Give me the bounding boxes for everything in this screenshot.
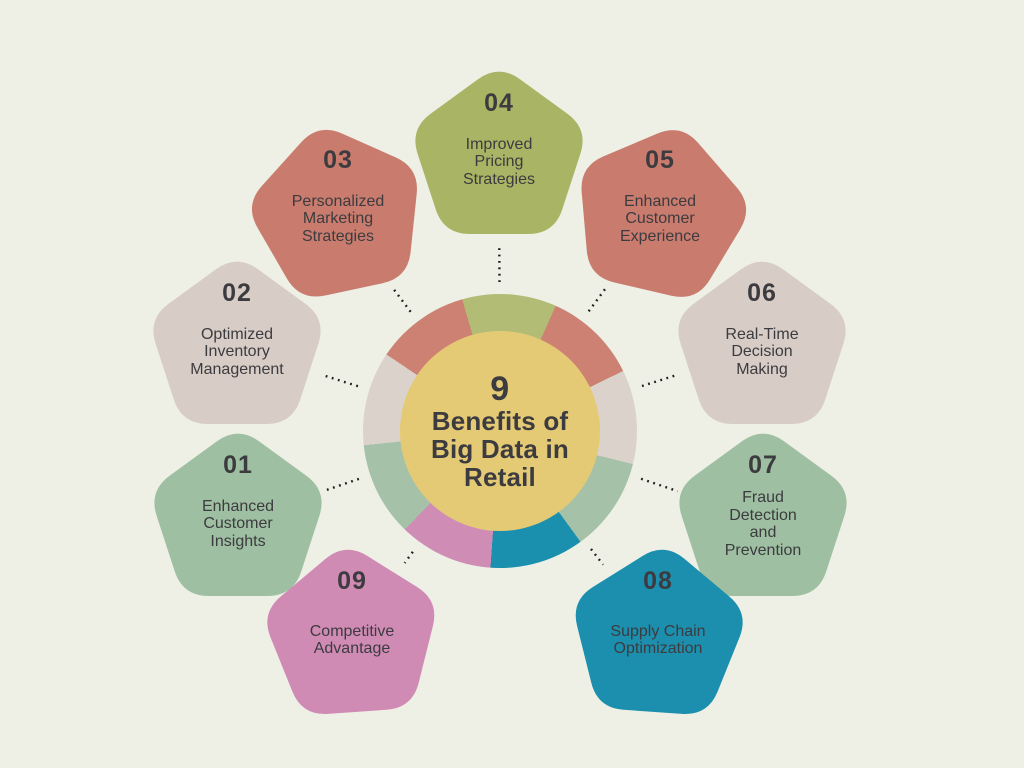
connector-line-03 [391, 286, 412, 313]
connector-line-01 [322, 477, 360, 493]
pentagon-shape-05 [581, 130, 747, 297]
center-number: 9 [490, 370, 510, 408]
center-circle: 9 Benefits of Big Data in Retail [400, 331, 600, 531]
center-title-line: Retail [463, 462, 536, 492]
center-title: Benefits of Big Data in Retail [431, 407, 569, 491]
pentagon-shape-01 [154, 433, 322, 596]
center-title-line: Big Data in [431, 434, 569, 464]
pentagon-shape-08 [575, 549, 743, 715]
connector-line-08 [590, 548, 605, 566]
pentagon-shape-07 [679, 433, 847, 596]
pentagon-shape-06 [678, 261, 846, 424]
connector-line-05 [587, 286, 608, 313]
connector-line-09 [403, 551, 414, 564]
connector-line-06 [641, 374, 677, 388]
pentagon-shape-09 [267, 549, 435, 715]
center-title-line: Benefits of [431, 406, 569, 436]
pentagon-shape-02 [153, 261, 321, 424]
connector-line-07 [640, 477, 679, 493]
pentagon-shape-04 [415, 71, 583, 235]
connector-line-02 [322, 373, 359, 388]
pentagon-shape-03 [251, 129, 417, 297]
